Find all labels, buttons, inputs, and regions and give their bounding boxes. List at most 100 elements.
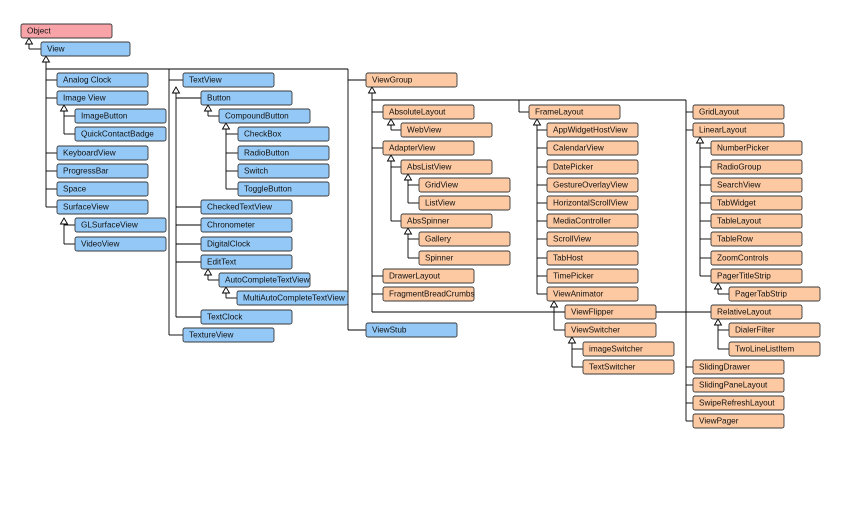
object-label: Object [27,27,51,36]
checkedtextview-node: CheckedTextView [200,199,293,215]
view-box [40,41,131,57]
tablerow-box [710,231,803,247]
scrollview-box [546,231,639,247]
progressbar-box [56,163,149,179]
switch-node: Switch [237,163,330,179]
space-box [56,181,149,197]
calendarview-node: CalendarView [546,140,639,156]
viewswitcher-node: ViewSwitcher [564,322,657,338]
gridview-label: GridView [425,181,458,190]
edittext-arrowhead [203,268,213,276]
linearlayout-arrowhead [695,136,705,144]
absolutelayout-label: AbsoluteLayout [389,108,446,117]
timepicker-box [546,268,639,284]
viewstub-box [365,322,458,338]
checkedtextview-box [200,199,293,215]
viewstub-label: ViewStub [372,326,407,335]
appwidgethostview-node: AppWidgetHostView [546,122,639,138]
compoundbutton-label: CompoundButton [225,112,289,121]
slidingdrawer-box [692,359,785,375]
switch-box [237,163,330,179]
viewstub-node: ViewStub [365,322,458,338]
edittext-label: EditText [207,258,237,267]
analogclock-box [56,72,149,88]
autocompletetextview-label: AutoCompleteTextView [225,276,310,285]
abslistview-arrowhead [403,173,413,181]
compoundbutton-arrowhead [221,122,231,130]
absolutelayout-node: AbsoluteLayout [382,104,475,120]
dialerfilter-box [728,322,821,338]
imagebutton-box [74,108,167,124]
progressbar-node: ProgressBar [56,163,149,179]
radiogroup-node: RadioGroup [710,159,803,175]
tabwidget-box [710,195,803,211]
listview-box [418,195,511,211]
quickcontactbadge-label: QuickContactBadge [81,130,154,139]
viewgroup-arrowhead [367,86,377,94]
textureview-node: TextureView [182,327,275,343]
spinner-label: Spinner [425,254,453,263]
viewswitcher-label: ViewSwitcher [571,326,620,335]
viewflipper-node: ViewFlipper [564,304,657,320]
absolutelayout-arrowhead [386,118,396,126]
swiperefreshlayout-node: SwipeRefreshLayout [692,395,785,411]
textureview-box [182,327,275,343]
tablerow-label: TableRow [717,235,753,244]
togglebutton-node: ToggleButton [237,181,330,197]
inheritance-edges [24,37,729,422]
keyboardview-box [56,145,149,161]
pagertitlestrip-node: PagerTitleStrip [710,268,803,284]
horizontalscrollview-box [546,195,639,211]
absspinner-box [400,213,493,229]
relativelayout-label: RelativeLayout [717,308,772,317]
numberpicker-node: NumberPicker [710,140,803,156]
object-arrowhead [24,37,34,45]
quickcontactbadge-box [74,126,167,142]
gridlayout-label: GridLayout [699,108,740,117]
autocompletetextview-arrowhead [221,286,231,294]
autocompletetextview-node: AutoCompleteTextView [218,272,311,288]
videoview-label: VideoView [81,240,119,249]
viewgroup-box [365,72,458,88]
slidingpanelayout-node: SlidingPaneLayout [692,377,785,393]
button-box [200,90,293,106]
surfaceview-node: SurfaceView [56,199,149,215]
calendarview-label: CalendarView [553,144,604,153]
videoview-box [74,236,167,252]
textswitcher-label: TextSwitcher [589,363,636,372]
multiautocompletetextview-label: MultiAutoCompleteTextView [243,294,345,303]
slidingdrawer-node: SlidingDrawer [692,359,785,375]
checkbox-label: CheckBox [244,130,281,139]
relativelayout-node: RelativeLayout [710,304,803,320]
viewanimator-box [546,286,639,302]
viewswitcher-box [564,322,657,338]
fragmentbreadcrumbs-box [382,286,475,302]
chronometer-node: Chronometer [200,217,293,233]
viewpager-box [692,413,785,429]
pagertabstrip-box [728,286,821,302]
datepicker-node: DatePicker [546,159,639,175]
object-node: Object [20,23,113,39]
checkedtextview-label: CheckedTextView [207,203,272,212]
viewflipper-box [564,304,657,320]
button-label: Button [207,94,231,103]
gallery-node: Gallery [418,231,511,247]
framelayout-node: FrameLayout [528,104,621,120]
radiogroup-box [710,159,803,175]
zoomcontrols-box [710,250,803,266]
tablerow-node: TableRow [710,231,803,247]
fragmentbreadcrumbs-node: FragmentBreadCrumbs [382,286,475,302]
dialerfilter-node: DialerFilter [728,322,821,338]
twolinelistitem-node: TwoLineListItem [728,341,821,357]
gallery-label: Gallery [425,235,452,244]
viewswitcher-arrowhead [567,336,577,344]
tabhost-node: TabHost [546,250,639,266]
swiperefreshlayout-label: SwipeRefreshLayout [699,399,775,408]
imageview-node: Image View [56,90,149,106]
textclock-box [200,309,293,325]
listview-label: ListView [425,199,455,208]
keyboardview-label: KeyboardView [63,149,116,158]
searchview-label: SearchView [717,181,761,190]
viewanimator-node: ViewAnimator [546,286,639,302]
gestureoverlayview-node: GestureOverlayView [546,177,639,193]
